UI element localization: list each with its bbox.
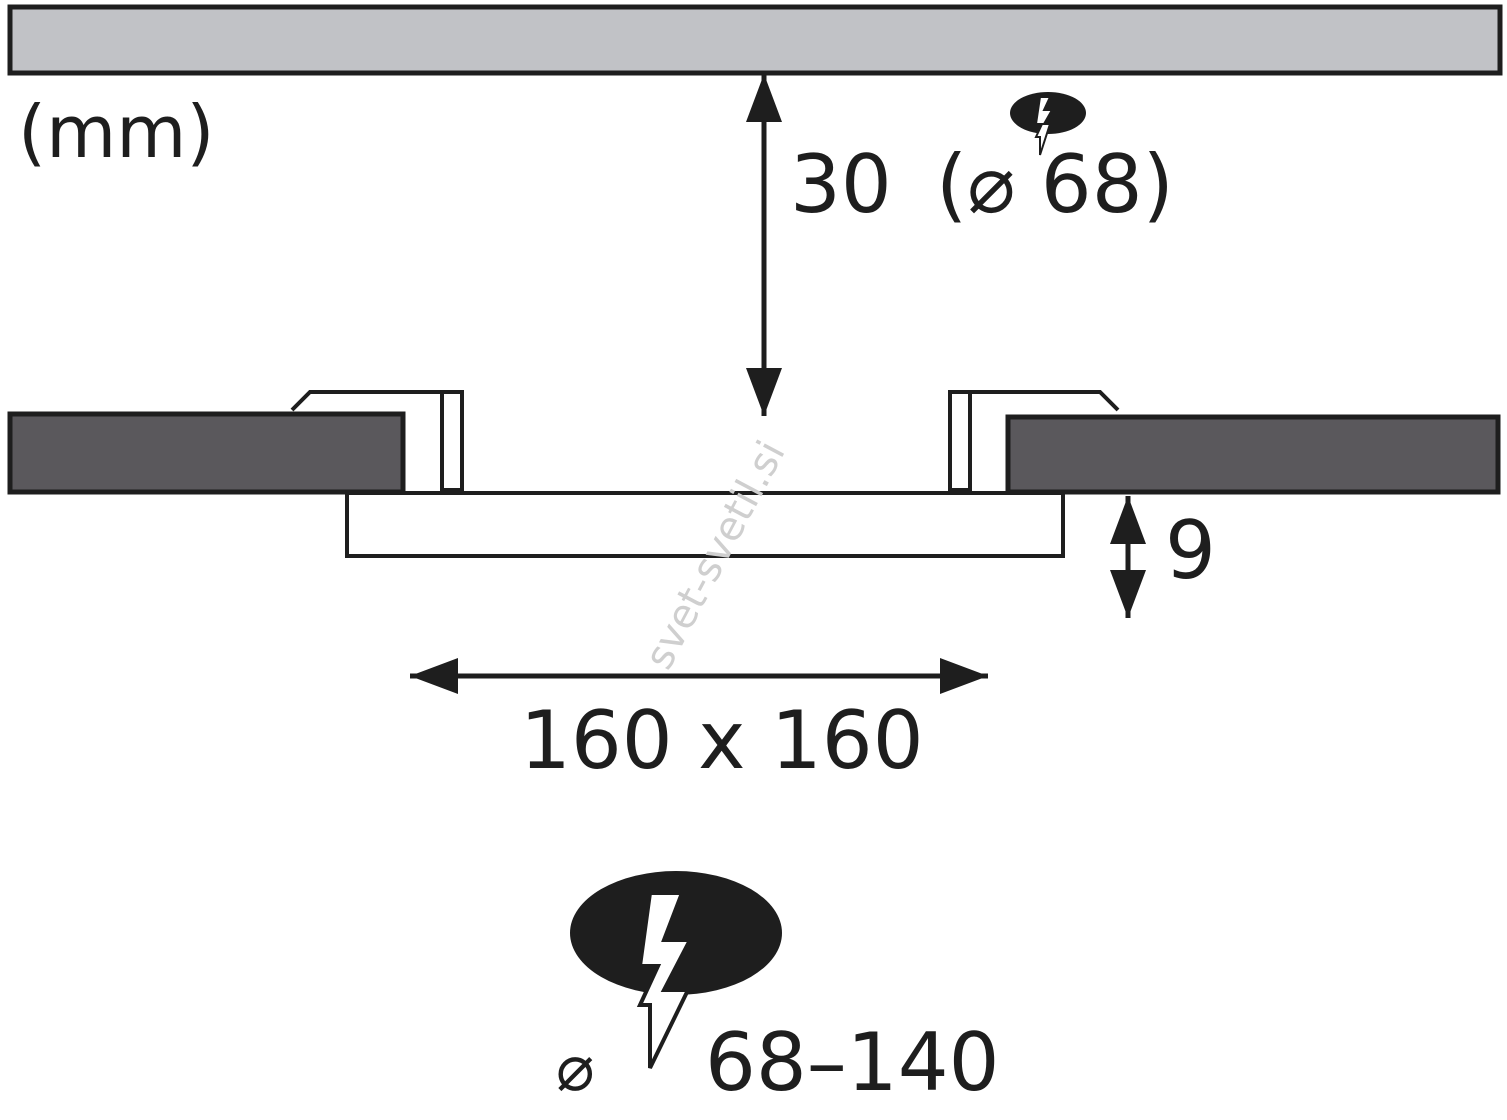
drill-hole-small-icon (1010, 92, 1086, 156)
luminaire-body (345, 491, 1065, 558)
ceiling-panel-left (7, 411, 406, 495)
size-arrow-head-right (940, 658, 988, 694)
height-arrow-head-top (1110, 496, 1146, 544)
clearance-label: 30 (790, 138, 892, 231)
ceiling-slab (7, 4, 1503, 76)
unit-label: (mm) (18, 90, 214, 174)
spring-clip-right (948, 390, 1120, 492)
clearance-hole-label: (⌀ 68) (936, 138, 1174, 231)
spring-clip-left (290, 390, 464, 492)
ceiling-panel-right (1005, 414, 1501, 495)
height-label: 9 (1165, 504, 1216, 597)
cutout-range-label: 68–140 (705, 1016, 1000, 1109)
drill-hole-large-icon (570, 871, 782, 1069)
clearance-arrow-head-bottom (746, 368, 782, 416)
clearance-arrow-head-top (746, 74, 782, 122)
height-arrow-head-bottom (1110, 570, 1146, 618)
size-label: 160 x 160 (520, 694, 924, 787)
cutout-diameter-symbol: ⌀ (556, 1032, 595, 1106)
size-arrow-head-left (410, 658, 458, 694)
